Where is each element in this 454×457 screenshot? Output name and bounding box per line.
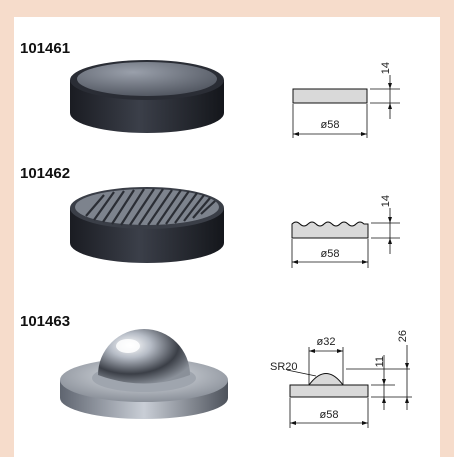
ball-anvil-drawing <box>286 345 412 428</box>
flat-anvil-drawing <box>292 75 400 138</box>
serrated-anvil-height-label: 14 <box>380 195 392 207</box>
sphere-radius-label: SR20 <box>270 361 298 373</box>
ball-diameter-label: ø32 <box>317 336 336 348</box>
serrated-anvil-diameter-label: ø58 <box>321 248 340 260</box>
flat-anvil-image <box>70 60 224 133</box>
ball-height-label: 11 <box>374 356 386 367</box>
serrated-anvil-drawing <box>291 208 400 268</box>
ball-anvil-diameter-label: ø58 <box>320 409 339 421</box>
total-height-label: 26 <box>397 330 409 342</box>
ball-anvil-image <box>60 329 228 419</box>
flat-anvil-diameter-label: ø58 <box>321 119 340 131</box>
flat-anvil-height-label: 14 <box>380 62 392 74</box>
serrated-anvil-image <box>70 187 224 263</box>
product-code-101462: 101462 <box>20 165 71 182</box>
product-code-101463: 101463 <box>20 313 71 330</box>
product-code-101461: 101461 <box>20 40 71 57</box>
